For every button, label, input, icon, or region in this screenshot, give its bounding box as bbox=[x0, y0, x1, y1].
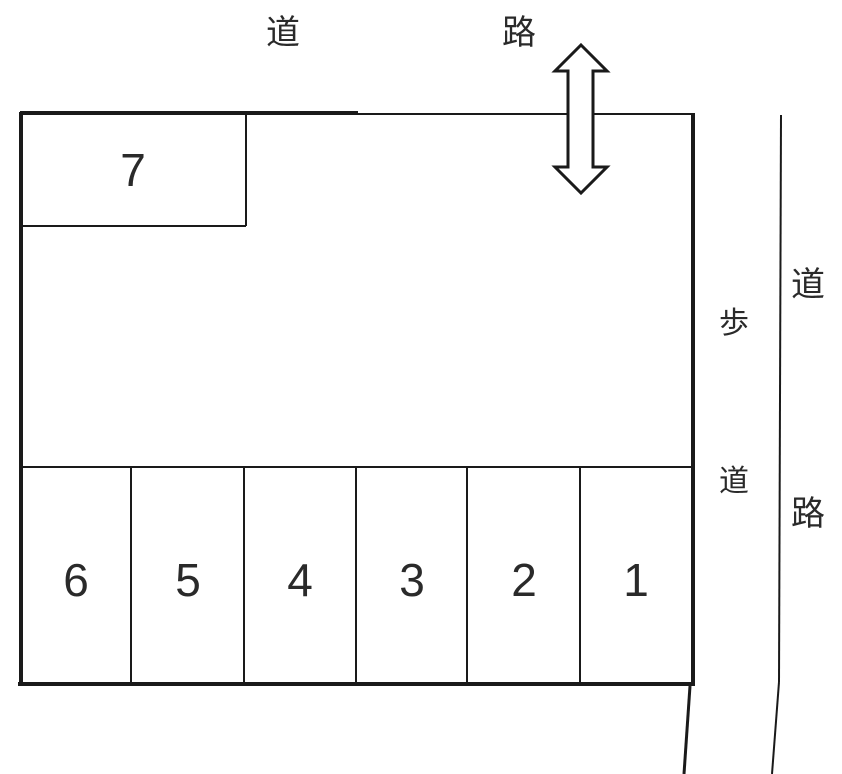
road-edge-line bbox=[778, 114, 782, 683]
parking-space-7: 7 bbox=[120, 144, 146, 196]
road-top-label-1: 道 bbox=[266, 13, 300, 53]
parking-space-4: 4 bbox=[287, 554, 313, 606]
parking-space-6: 6 bbox=[63, 554, 89, 606]
road-right-label-2: 路 bbox=[791, 494, 825, 534]
sidewalk-label-2: 道 bbox=[719, 464, 749, 499]
road-right-label-1: 道 bbox=[791, 265, 825, 305]
parking-space-1: 1 bbox=[623, 554, 649, 606]
sidewalk-label-1: 歩 bbox=[719, 306, 749, 341]
parking-space-3: 3 bbox=[399, 554, 425, 606]
road-top-label-2: 路 bbox=[502, 13, 536, 53]
double-arrow-icon bbox=[551, 42, 611, 196]
parking-space-5: 5 bbox=[175, 554, 201, 606]
parking-space-2: 2 bbox=[511, 554, 537, 606]
